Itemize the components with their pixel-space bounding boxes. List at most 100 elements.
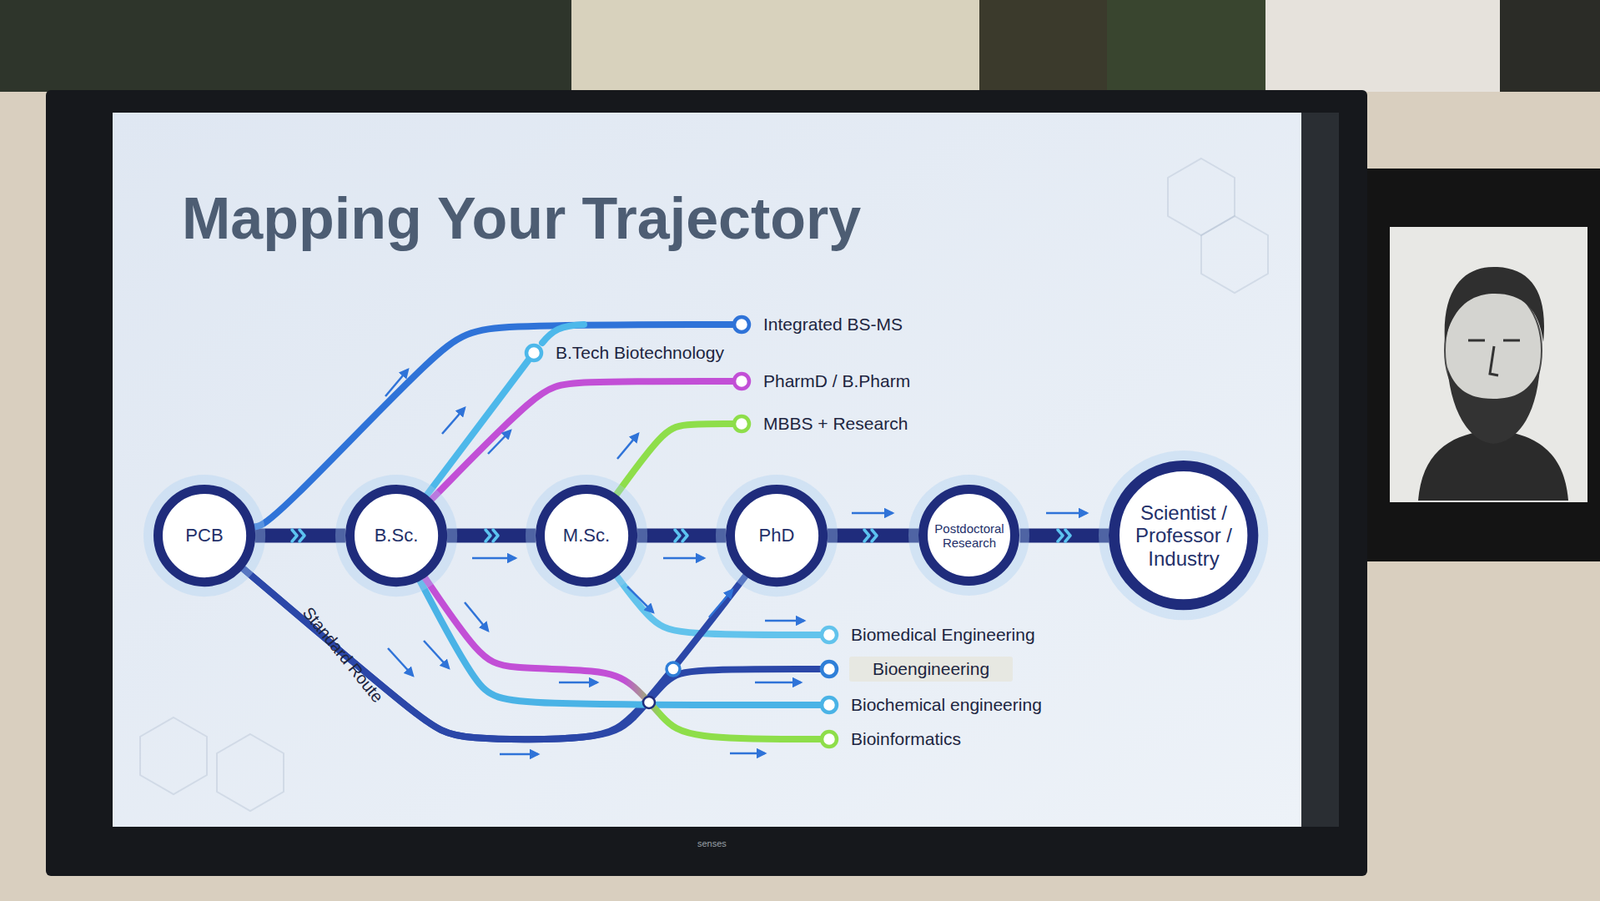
stage-circle: PCB [141,472,267,599]
chevron [1057,529,1071,542]
branch-track [424,577,820,740]
direction-arrow [442,407,465,434]
hexagon-pattern [140,158,1268,811]
circle-ring [923,489,1016,582]
direction-arrow [627,586,654,613]
branch-track [242,568,745,740]
path-endpoint: Bioinformatics [819,729,962,750]
circle-ring [157,488,251,582]
direction-arrow [754,681,801,685]
main-track [637,528,726,543]
path-endpoint: Integrated BS-MS [731,314,903,335]
node-label: PCB [162,524,247,546]
direction-arrows [385,369,1087,755]
path-endpoint: MBBS + Research [731,413,908,434]
endpoint-marker [819,624,840,645]
hexagon [140,717,207,795]
node-label: B.Sc. [354,524,438,546]
node-label: Bioinformatics [850,729,962,750]
circle-text: Scientist / Professor / Industry [1127,501,1240,571]
main-track [255,528,346,543]
painting [0,0,572,92]
circle-ring [349,488,443,582]
portrait-features [1468,340,1520,376]
hexagon [1201,216,1268,293]
chevron [291,529,305,542]
endpoint-ring [734,316,750,333]
direction-arrow [729,752,765,755]
hexagon [1167,158,1235,236]
path-endpoint: Biochemical engineering [819,694,1042,715]
slide-title: Mapping Your Trajectory [181,185,861,252]
stage-circle: PhD [714,472,840,599]
stage-circle: Scientist / Professor / Industry [1096,448,1270,622]
endpoint-marker [819,729,840,750]
node-label: PharmD / B.Pharm [763,371,911,392]
circle-text: B.Sc. [354,524,438,546]
endpoint-marker [819,659,840,680]
node-label: Biochemical engineering [850,694,1042,715]
node-label: Scientist / Professor / Industry [1127,501,1240,571]
direction-arrow [423,640,449,669]
endpoint-ring [821,627,837,643]
circle-glow [715,474,838,597]
endpoint-ring [821,731,837,747]
circle-ring [539,488,633,582]
circle-text: PhD [734,524,819,546]
endpoint-marker [731,371,752,392]
painting [1499,0,1600,92]
branch-track [242,568,820,740]
circle-glow [908,474,1030,596]
direction-arrow [1046,512,1087,515]
circle-text: PCB [162,524,247,546]
node-label: M.Sc. [544,524,629,546]
stage-circle: Postdoctoral Research [906,472,1032,598]
stage-circle: M.Sc. [523,472,650,599]
node-label: Postdoctoral Research [929,521,1010,551]
endpoint-ring [526,345,542,361]
circle-glow [1098,450,1268,620]
branch-track [254,324,733,527]
drape [1265,0,1500,92]
main-track [1019,528,1109,543]
circle-ring [1114,466,1253,605]
direction-arrow [851,512,893,515]
node-label: PhD [734,524,819,546]
circle-glow [143,474,266,597]
endpoint-marker [819,694,840,715]
direction-arrow [472,557,516,560]
node-label: B.Tech Biotechnology [555,342,725,363]
merge-line [542,324,584,343]
circle-glow [525,474,648,597]
portrait-paper [1389,226,1588,503]
circle-text: M.Sc. [544,524,629,546]
stage-circle: B.Sc. [333,472,459,599]
brand-label: senses [697,838,727,849]
path-endpoint: B.Tech Biotechnology [523,342,725,363]
junction-dot [643,696,655,709]
direction-arrow [764,619,805,623]
branch-track [616,423,733,495]
hexagon [216,734,284,811]
portrait-frame [1367,168,1600,562]
direction-arrow [663,557,705,560]
endpoint-marker [731,314,752,335]
branch-track [427,360,529,495]
endpoint-ring [734,373,750,389]
node-label: Bioengineering [849,656,1013,682]
screen-edge [1301,112,1339,827]
direction-arrow [558,681,598,685]
main-track [447,528,536,543]
endpoint-ring [734,416,750,432]
painting [1106,0,1266,92]
direction-arrow [385,369,408,397]
painting [571,0,980,92]
direction-arrow [387,648,413,676]
node-label: Integrated BS-MS [763,314,903,335]
node-label: MBBS + Research [763,413,908,434]
